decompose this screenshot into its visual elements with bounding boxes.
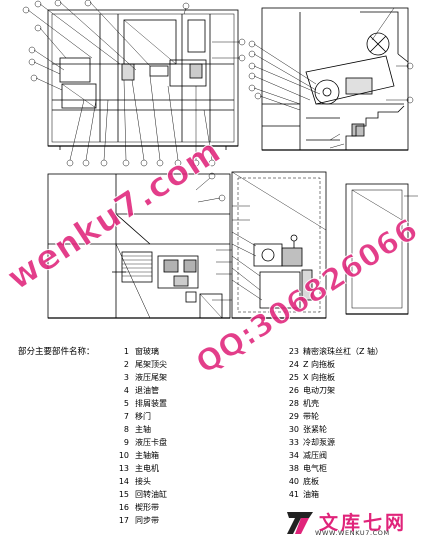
rear-view-leaders — [195, 177, 232, 301]
logo-url: WWW.WENKU7.COM — [315, 529, 390, 537]
side-view — [261, 7, 409, 151]
logo-name: 文库七网 — [319, 512, 408, 534]
parts-list-title: 部分主要部件名称： — [18, 347, 95, 357]
rear-view-label-circles — [208, 172, 226, 202]
logo-mark-icon — [287, 512, 313, 534]
electric-cabinet-view — [231, 171, 327, 319]
front-view — [47, 9, 239, 150]
cabinet-side-view — [345, 183, 418, 315]
side-view-label-circles — [248, 40, 414, 104]
front-view-label-circles — [22, 0, 246, 167]
side-view-leaders — [253, 7, 408, 149]
rear-view — [47, 173, 231, 319]
front-view-leaders — [27, 1, 240, 161]
site-logo[interactable]: 文库七网 WWW.WENKU7.COM — [285, 508, 435, 537]
